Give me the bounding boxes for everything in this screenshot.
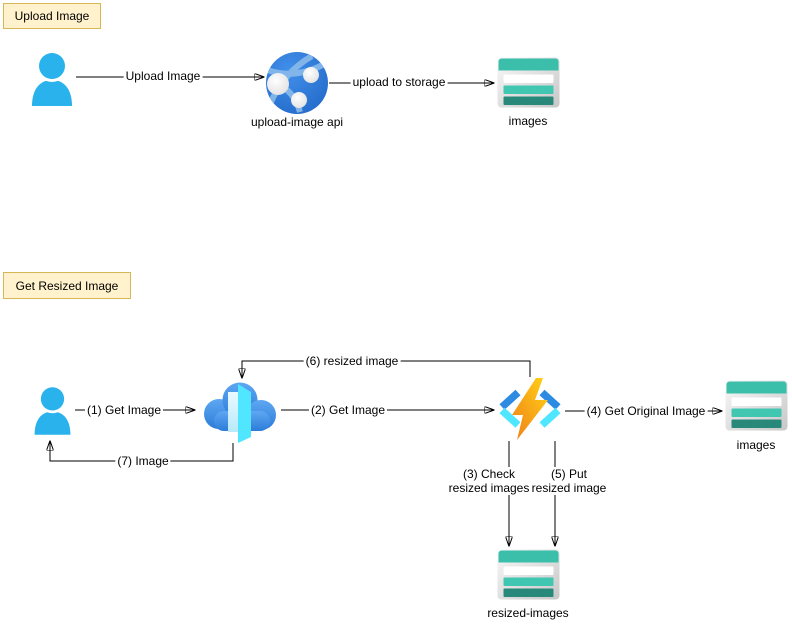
- edge-label-5-put-resized-image[interactable]: (5) Put resized image: [529, 467, 609, 495]
- edge-label-7-image[interactable]: (7) Image: [115, 454, 171, 468]
- front-door-cloud-icon: [204, 382, 276, 443]
- node-front-door[interactable]: [198, 379, 280, 445]
- edge-label-2-get-image[interactable]: (2) Get Image: [308, 403, 388, 417]
- edge-label-6-resized-image[interactable]: (6) resized image: [303, 354, 401, 368]
- note-upload-image-label: Upload Image: [14, 9, 90, 23]
- node-user-upload[interactable]: [28, 53, 76, 106]
- edge-label-upload-image[interactable]: Upload Image: [123, 69, 203, 83]
- edge-label-3-check-resized-images[interactable]: (3) Check resized images: [446, 467, 532, 495]
- edge-label-upload-to-storage[interactable]: upload to storage: [350, 75, 448, 89]
- label-resized-images: resized-images: [487, 606, 569, 620]
- edge-label-4-get-original-image[interactable]: (4) Get Original Image: [584, 404, 708, 418]
- node-upload-api[interactable]: [266, 52, 328, 114]
- node-resized-images-storage[interactable]: [497, 549, 560, 600]
- node-images-storage-right[interactable]: [725, 380, 788, 431]
- label-images-top: images: [508, 114, 548, 128]
- user-icon: [32, 53, 72, 106]
- user-icon: [34, 385, 71, 435]
- table-storage-icon: [497, 549, 560, 600]
- note-get-resized-image-label: Get Resized Image: [15, 278, 119, 293]
- edge-label-5-line1: (5) Put: [550, 467, 588, 481]
- edge-label-3-line1: (3) Check: [462, 467, 516, 481]
- edge-label-3-line2: resized images: [448, 481, 530, 495]
- node-images-storage-top[interactable]: [497, 57, 560, 108]
- node-user-get[interactable]: [31, 385, 74, 437]
- label-images-right: images: [736, 438, 776, 452]
- label-upload-api: upload-image api: [250, 115, 344, 129]
- table-storage-icon: [497, 57, 560, 108]
- note-get-resized-image[interactable]: Get Resized Image: [3, 272, 131, 299]
- node-resize-function[interactable]: [497, 377, 563, 441]
- api-app-icon: [266, 52, 328, 114]
- note-upload-image[interactable]: Upload Image: [3, 3, 101, 29]
- edge-label-5-line2: resized image: [531, 481, 607, 495]
- azure-function-icon: [499, 378, 561, 440]
- edge-label-1-get-image[interactable]: (1) Get Image: [84, 403, 164, 417]
- table-storage-icon: [725, 380, 788, 431]
